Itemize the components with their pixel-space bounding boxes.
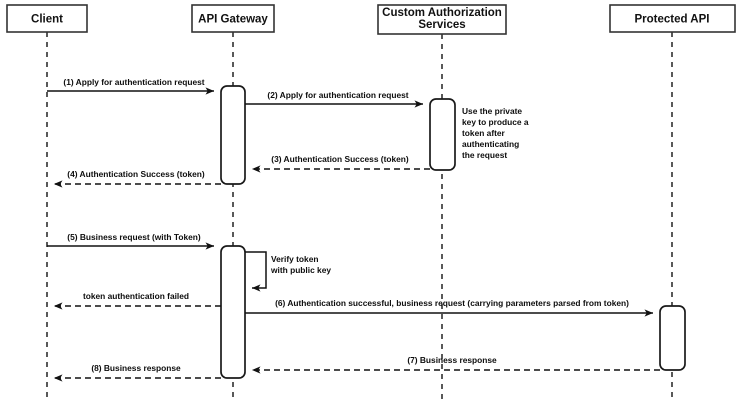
lifeline-header-custom-auth[interactable]: Custom Authorization Services	[377, 4, 507, 35]
message-2-label: (2) Apply for authentication request	[267, 90, 408, 100]
message-token-authentication-failed-label: token authentication failed	[83, 291, 189, 301]
note-private-key-line-1: Use the private	[462, 106, 522, 116]
lifeline-lines	[46, 32, 673, 399]
note-private-key-line-3: token after	[462, 128, 506, 138]
message-1-apply-for-authentication-request[interactable]: (1) Apply for authentication request	[47, 77, 215, 95]
message-3-authentication-success-token[interactable]: (3) Authentication Success (token)	[251, 154, 430, 173]
message-self-verify-token[interactable]: Verify token with public key	[245, 251, 331, 292]
activation-bar-api-gateway-business[interactable]	[220, 245, 246, 379]
activation-bar-custom-auth[interactable]	[429, 98, 456, 171]
message-7-business-response[interactable]: (7) Business response	[251, 355, 660, 374]
activation-bar-protected-api[interactable]	[659, 305, 686, 371]
message-token-authentication-failed[interactable]: token authentication failed	[53, 291, 221, 310]
message-2-apply-for-authentication-request[interactable]: (2) Apply for authentication request	[245, 90, 424, 108]
message-6-label: (6) Authentication successful, business …	[275, 298, 629, 308]
lifeline-label-custom-auth-line1: Custom Authorization	[382, 7, 502, 19]
lifeline-header-protected-api[interactable]: Protected API	[609, 4, 736, 33]
message-5-label: (5) Business request (with Token)	[67, 232, 201, 242]
message-3-label: (3) Authentication Success (token)	[271, 154, 409, 164]
message-self-verify-label-line1: Verify token	[271, 254, 318, 264]
message-4-authentication-success-token[interactable]: (4) Authentication Success (token)	[53, 169, 221, 188]
note-private-key-line-2: key to produce a	[462, 117, 529, 127]
activation-bar-api-gateway-auth[interactable]	[220, 85, 246, 185]
lifeline-header-api-gateway[interactable]: API Gateway	[191, 4, 275, 33]
message-self-verify-label-line2: with public key	[270, 265, 331, 275]
message-self-verify-line	[245, 251, 267, 292]
lifeline-label-custom-auth-line2: Services	[418, 19, 465, 31]
note-private-key-line-4: authenticating	[462, 139, 519, 149]
message-6-authentication-successful-business-request[interactable]: (6) Authentication successful, business …	[245, 298, 654, 317]
message-4-label: (4) Authentication Success (token)	[67, 169, 205, 179]
lifeline-label-protected-api: Protected API	[635, 14, 710, 26]
note-private-key-token: Use the private key to produce a token a…	[462, 106, 529, 160]
lifeline-header-client[interactable]: Client	[6, 4, 88, 33]
message-8-label: (8) Business response	[91, 363, 181, 373]
message-5-business-request-with-token[interactable]: (5) Business request (with Token)	[47, 232, 215, 250]
note-private-key-line-5: the request	[462, 150, 507, 160]
message-8-business-response[interactable]: (8) Business response	[53, 363, 221, 382]
lifeline-label-api-gateway: API Gateway	[198, 14, 268, 26]
lifeline-label-client: Client	[31, 14, 63, 26]
message-7-label: (7) Business response	[407, 355, 497, 365]
message-1-label: (1) Apply for authentication request	[63, 77, 204, 87]
